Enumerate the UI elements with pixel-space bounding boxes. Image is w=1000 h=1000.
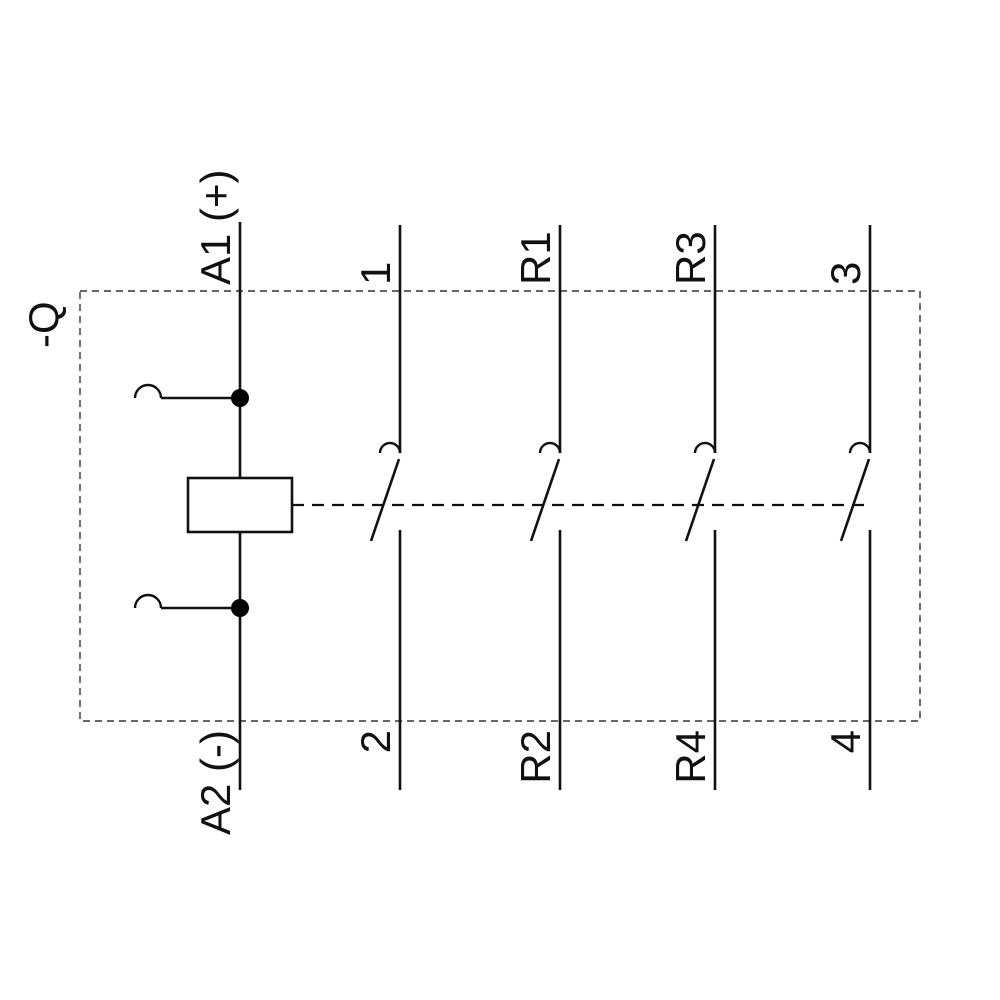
fixed-contact-arc-icon [378,441,402,454]
moving-contact-arm [839,458,871,542]
moving-contact-arm [684,458,716,542]
coil-branch: A1 (+) A2 (-) [133,169,866,835]
pole-top-terminal-label: R1 [512,231,559,285]
fixed-contact-arc-icon [848,441,872,454]
contact-pole-4: 3 4 [822,225,872,790]
pole-bottom-terminal-label: R2 [512,730,559,784]
coil-terminal-hook-icon [133,593,163,609]
contact-pole-2: R1 R2 [512,225,562,790]
coil-terminal-a2-label: A2 (-) [192,730,239,835]
pole-top-terminal-label: 3 [822,262,869,285]
pole-bottom-terminal-label: 2 [352,730,399,753]
device-designation-label: -Q [20,301,67,348]
pole-top-terminal-label: R3 [667,231,714,285]
fixed-contact-arc-icon [693,441,717,454]
coil-symbol [186,476,294,534]
pole-top-terminal-label: 1 [352,262,399,285]
device-enclosure-outline [79,290,921,722]
junction-dot [231,599,249,617]
pole-bottom-terminal-label: R4 [667,730,714,784]
moving-contact-arm [529,458,561,542]
pole-bottom-terminal-label: 4 [822,730,869,753]
contact-pole-3: R3 R4 [667,225,717,790]
fixed-contact-arc-icon [538,441,562,454]
coil-terminal-hook-icon [133,383,163,399]
coil-terminal-a1-label: A1 (+) [192,169,239,285]
junction-dot [231,389,249,407]
moving-contact-arm [369,458,401,542]
contact-pole-1: 1 2 [352,225,402,790]
